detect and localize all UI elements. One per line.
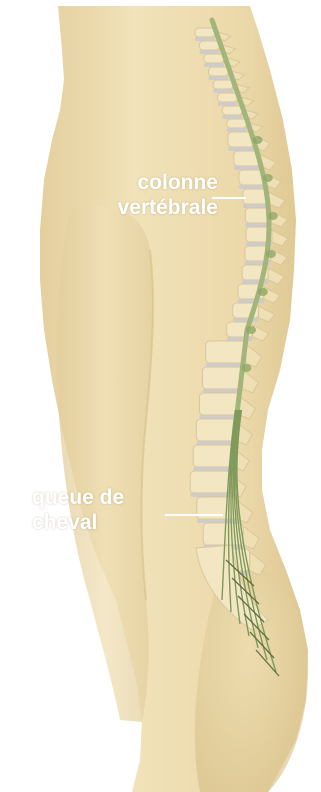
vertebra (193, 445, 233, 467)
intervertebral-disc (227, 128, 247, 132)
nerve-root (258, 288, 268, 296)
intervertebral-disc (196, 441, 236, 445)
intervertebral-disc (234, 166, 260, 170)
intervertebral-disc (190, 493, 230, 497)
intervertebral-disc (228, 147, 254, 151)
label-queue-line2: cheval (32, 510, 124, 535)
intervertebral-disc (213, 89, 233, 93)
vertebra (218, 93, 238, 102)
intervertebral-disc (239, 185, 265, 189)
vertebra (190, 471, 230, 493)
intervertebral-disc (206, 363, 246, 367)
leader-line-colonne (212, 197, 246, 199)
intervertebral-disc (218, 102, 238, 106)
intervertebral-disc (227, 337, 253, 341)
vertebra (208, 67, 228, 76)
vertebra (196, 419, 236, 441)
intervertebral-disc (243, 204, 269, 208)
label-queue-de-cheval: queue de cheval (32, 485, 124, 535)
intervertebral-disc (204, 63, 224, 67)
intervertebral-disc (203, 389, 243, 393)
vertebra (222, 106, 242, 115)
label-colonne-line1: colonne (66, 170, 218, 195)
vertebra (203, 367, 243, 389)
nerve-root (246, 326, 256, 334)
intervertebral-disc (208, 76, 228, 80)
intervertebral-disc (199, 50, 219, 54)
intervertebral-disc (195, 37, 215, 41)
vertebra (227, 119, 247, 128)
nerve-root (252, 136, 262, 144)
arm (57, 206, 153, 722)
leader-line-queue (165, 514, 223, 516)
intervertebral-disc (233, 318, 259, 322)
intervertebral-disc (222, 115, 242, 119)
vertebra (199, 393, 239, 415)
intervertebral-disc (193, 467, 233, 471)
vertebra (195, 28, 215, 37)
nerve-root (263, 174, 273, 182)
intervertebral-disc (238, 299, 264, 303)
nerve-root (268, 212, 278, 220)
vertebra (206, 341, 246, 363)
vertebra (199, 41, 219, 50)
intervertebral-disc (199, 415, 239, 419)
vertebra (204, 54, 224, 63)
label-colonne-line2: vertébrale (66, 195, 218, 220)
nerve-root (241, 364, 251, 372)
label-colonne-vertebrale: colonne vertébrale (66, 170, 218, 220)
nerve-root (266, 250, 276, 258)
label-queue-line1: queue de (32, 485, 124, 510)
vertebra (213, 80, 233, 89)
